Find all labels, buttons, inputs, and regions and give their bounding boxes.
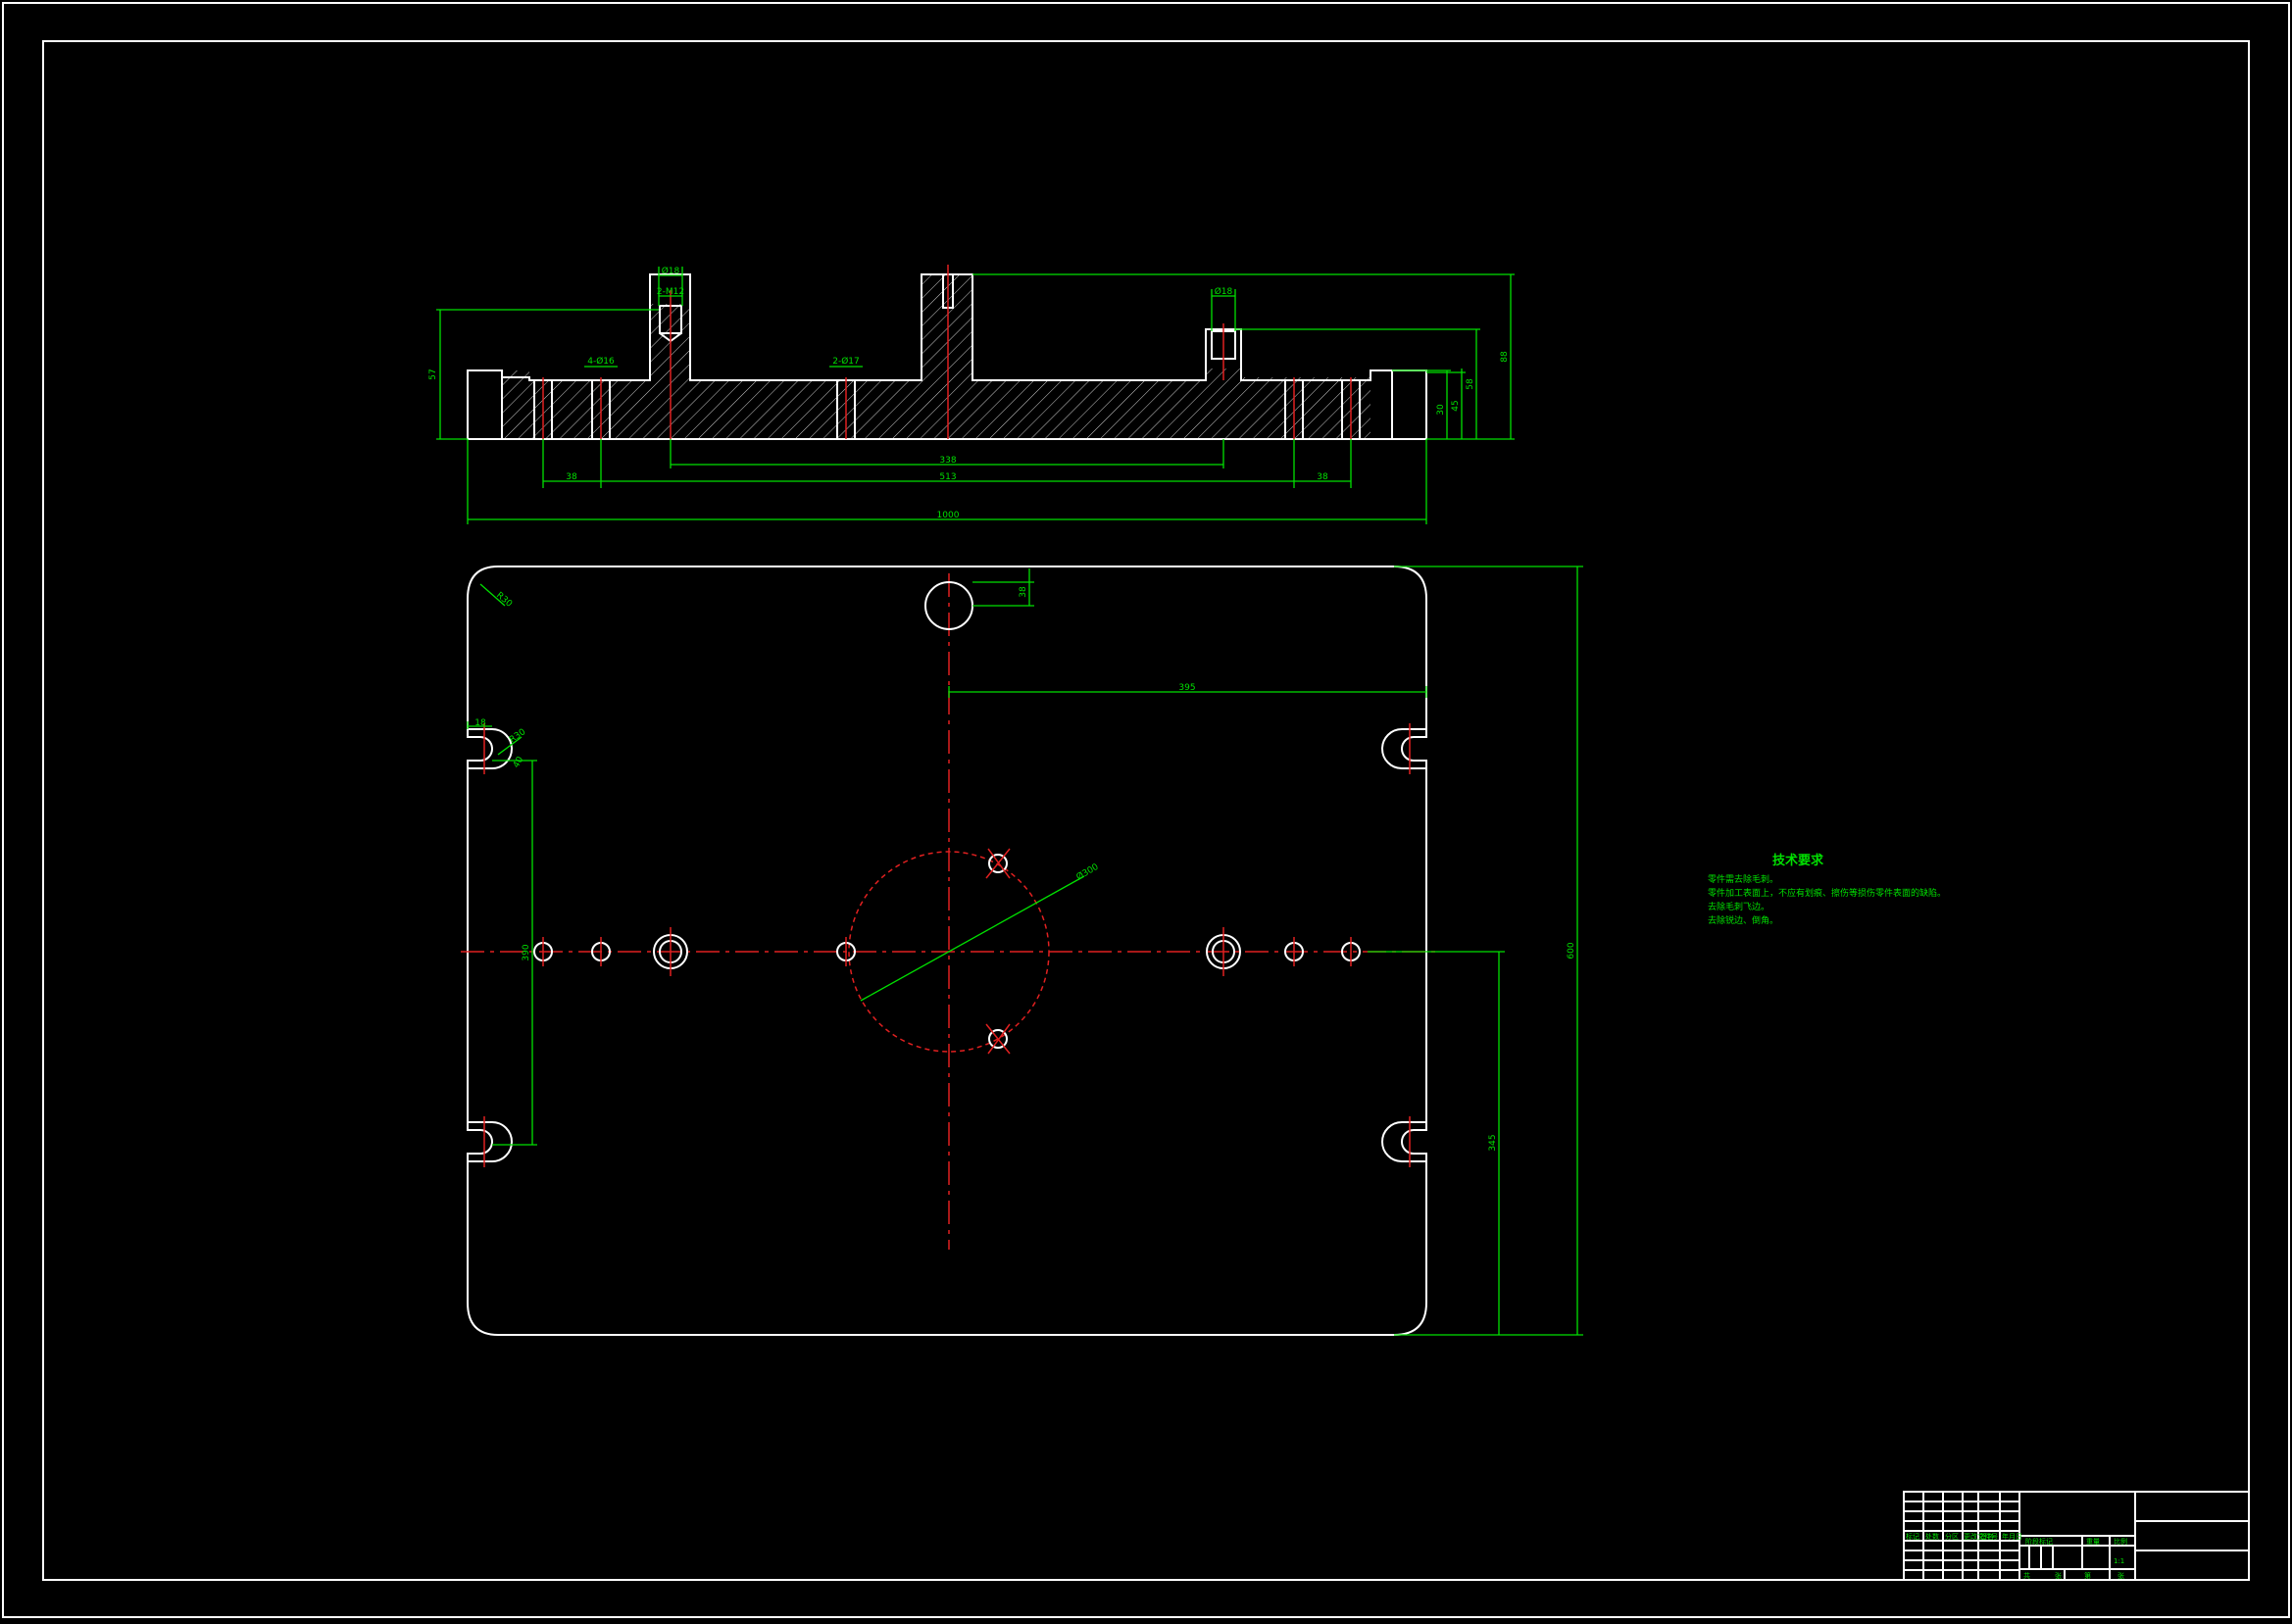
dim-slot-spacing: 390	[522, 944, 531, 960]
plan-dimensions: R30 38 395 18 R30 40 390	[467, 566, 1583, 1336]
note-line-3: 去除毛刺飞边。	[1708, 901, 1769, 912]
tb-label-1: 处数	[1925, 1532, 1939, 1541]
dim-overall-height: 600	[1567, 942, 1576, 959]
dim-slot-width: 18	[474, 718, 486, 728]
dim-left-height: 57	[428, 369, 438, 379]
dim-slot-radius: R30	[508, 727, 527, 746]
tb-bottom-3: 张	[2118, 1571, 2124, 1580]
note-line-1: 零件需去除毛刺。	[1708, 873, 1778, 885]
dim-right-h3: 58	[1466, 378, 1475, 390]
dim-hole-offset: 38	[1019, 586, 1028, 598]
dim-span-inner: 338	[939, 456, 956, 466]
plan-slots	[468, 728, 1426, 1162]
dim-thread-left: 2-M12	[657, 287, 684, 297]
dim-hole-dia-right: Ø18	[1215, 286, 1233, 297]
dim-spacing-right: 38	[1317, 472, 1328, 482]
tb-label-2: 分区	[1945, 1532, 1959, 1541]
tb-bottom-2: 第	[2084, 1571, 2091, 1580]
dim-corner-radius: R30	[494, 591, 514, 610]
technical-notes: 技术要求 零件需去除毛刺。 零件加工表面上，不应有划痕、擦伤等损伤零件表面的缺陷…	[1708, 853, 1946, 926]
tb-label-3: 更改文件号	[1964, 1532, 1998, 1541]
hole-center-marks	[483, 723, 1411, 1167]
dim-overall-width: 1000	[937, 511, 960, 520]
notes-title: 技术要求	[1772, 853, 1824, 868]
tb-mid-2: 比例	[2114, 1537, 2127, 1546]
section-hatch	[502, 274, 1370, 439]
plan-outline	[467, 566, 1427, 1336]
title-block: 标记 处数 分区 更改文件号 签名 年月日 阶段标记 重量 比例 1:1 共 张…	[1903, 1491, 2250, 1581]
tb-label-0: 标记	[1906, 1532, 1919, 1541]
tb-label-4: 签名	[1980, 1532, 1994, 1541]
dim-spacing-left: 38	[566, 472, 577, 482]
tb-bottom-1: 张	[2055, 1571, 2062, 1580]
dim-slot-depth: 40	[512, 755, 526, 769]
dim-right-h1: 30	[1436, 404, 1446, 416]
plan-view: R30 38 395 18 R30 40 390	[461, 566, 1583, 1336]
dim-pcd: Ø300	[1074, 861, 1101, 883]
section-view: Ø18 2-M12 Ø18 4-Ø16 2-Ø17 38 38	[428, 265, 1515, 524]
pcd-circle	[848, 851, 1050, 1053]
dim-right-h4: 88	[1500, 351, 1510, 363]
note-line-2: 零件加工表面上，不应有划痕、擦伤等损伤零件表面的缺陷。	[1708, 887, 1946, 899]
dim-small-hole-center: 2-Ø17	[832, 356, 860, 367]
tb-label-5: 年月日	[2002, 1532, 2022, 1541]
dim-small-hole-left: 4-Ø16	[587, 356, 615, 367]
dim-span-mid: 513	[939, 472, 956, 482]
plan-holes	[533, 581, 1361, 1049]
tb-scale: 1:1	[2114, 1557, 2124, 1565]
tb-bottom-0: 共	[2023, 1571, 2030, 1580]
dim-hole-dia-left: Ø18	[662, 266, 680, 276]
section-holes	[533, 265, 1361, 439]
dim-half-width: 395	[1178, 683, 1195, 693]
section-dimensions: Ø18 2-M12 Ø18 4-Ø16 2-Ø17 38 38	[428, 266, 1515, 524]
dim-right-h2: 45	[1451, 400, 1461, 411]
tb-mid-0: 阶段标记	[2025, 1537, 2053, 1546]
note-line-4: 去除锐边、倒角。	[1708, 914, 1778, 926]
tb-mid-1: 重量	[2086, 1538, 2100, 1546]
inner-border	[42, 40, 2250, 1581]
dim-half-height: 345	[1488, 1134, 1498, 1151]
